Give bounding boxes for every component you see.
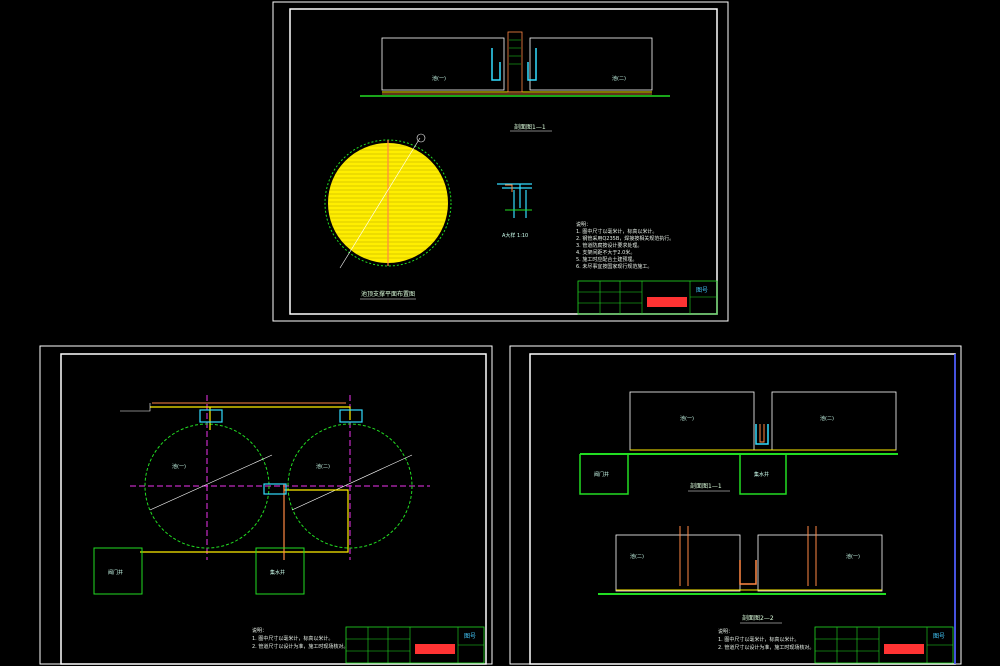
right-s2-tank-c: [615, 534, 741, 592]
left-box-2-label: 集水井: [270, 569, 285, 576]
top-section-riser-pipes: [491, 48, 537, 81]
top-note-6: 6. 未尽事宜按国家现行规范施工。: [576, 263, 652, 270]
top-plan-callout-circle: [416, 133, 426, 143]
right-note-2: 2. 管道尺寸以设计为准，施工时现场核对。: [718, 644, 814, 651]
sheet-left: 池(一) 池(二) 阀门井 集水井 说明： 1. 图中尺寸以毫米计，标高以米计。…: [39, 345, 493, 665]
left-tank-2-label: 池(二): [316, 463, 330, 470]
left-stamp: 图号: [464, 633, 476, 640]
top-note-4: 4. 支架间距不大于2.0米。: [576, 249, 635, 256]
left-tank-2: [287, 423, 413, 549]
top-detail-a-pipes: [497, 183, 532, 218]
left-tank-2-diagonal: [291, 454, 413, 511]
top-section-tank-right: [529, 37, 653, 91]
top-title-block-red-box: [647, 297, 687, 307]
left-valve-3: [263, 483, 287, 495]
right-stamp: 图号: [933, 633, 945, 640]
top-title-block-grid: [578, 281, 717, 314]
top-plan-view: 池顶支撑平面布置图: [324, 133, 452, 300]
top-stamp: 图号: [696, 287, 708, 294]
right-title-block: 图号: [814, 626, 954, 664]
right-s2-u-pipe: [739, 560, 757, 585]
top-section-center-well: [507, 31, 523, 93]
left-valve-2: [339, 409, 363, 423]
right-section-1: 池(一) 池(二) 阀门井 集水井 剖面图1—1: [579, 391, 898, 495]
top-detail-a-flange: [505, 184, 513, 192]
sheet-right: 池(一) 池(二) 阀门井 集水井 剖面图1—1 池(二) 池(一) 剖面图2—…: [509, 345, 962, 665]
left-bottom-pipe: [140, 489, 349, 553]
sheet-top-outer-frame: [272, 1, 729, 322]
left-tank-1-label: 池(一): [172, 463, 186, 470]
left-notes-title: 说明：: [252, 627, 267, 634]
right-section-2: 池(二) 池(一) 剖面图2—2: [598, 526, 886, 624]
sheet-top: 池(一) 池(二) 剖面图1—1 池顶支撑平面布置图 A大样 1:10: [272, 1, 729, 322]
top-section-view: 池(一) 池(二) 剖面图1—1: [360, 31, 670, 132]
left-top-pipe: [150, 406, 351, 430]
right-s1-tank-b-label: 池(二): [820, 415, 834, 422]
left-title-block-grid: [346, 627, 484, 663]
left-box-1-label: 阀门井: [108, 569, 123, 576]
right-s1-tank-b: [771, 391, 897, 451]
top-plan-title: 池顶支撑平面布置图: [361, 290, 415, 298]
right-section-2-title: 剖面图2—2: [742, 614, 774, 622]
left-notes: 说明： 1. 图中尺寸以毫米计，标高以米计。 2. 管道尺寸以设计为准，施工时现…: [252, 627, 348, 650]
top-notes-title: 说明：: [576, 221, 591, 228]
left-title-block-red-box: [415, 644, 455, 654]
top-section-tank-left-label: 池(一): [432, 75, 446, 82]
right-s2-risers: [679, 526, 817, 586]
sheet-top-inner-frame: [289, 8, 718, 315]
left-inlet-line: [120, 403, 151, 412]
right-section-1-title: 剖面图1—1: [690, 482, 722, 490]
top-note-3: 3. 管道防腐按设计要求处理。: [576, 242, 642, 249]
right-s1-u-pipe-inner: [759, 424, 765, 443]
top-section-ladder: [509, 39, 521, 65]
left-note-2: 2. 管道尺寸以设计为准，施工时现场核对。: [252, 643, 348, 650]
top-section-tank-right-label: 池(二): [612, 75, 626, 82]
right-s2-tank-c-label: 池(二): [630, 553, 644, 560]
top-notes: 说明： 1. 图中尺寸以毫米计，标高以米计。 2. 钢管采用Q235B，焊接按相…: [576, 221, 674, 270]
right-notes: 说明： 1. 图中尺寸以毫米计，标高以米计。 2. 管道尺寸以设计为准，施工时现…: [718, 628, 814, 651]
left-tank-1: [144, 423, 270, 549]
right-s1-pit-1: [579, 454, 629, 495]
top-note-2: 2. 钢管采用Q235B，焊接按相关规范执行。: [576, 235, 674, 242]
left-box-1: [93, 547, 143, 595]
left-tank-1-diagonal: [149, 454, 273, 511]
sheet-right-outer-frame: [509, 345, 962, 665]
top-detail-a-label: A大样 1:10: [502, 232, 528, 239]
left-note-1: 1. 图中尺寸以毫米计，标高以米计。: [252, 635, 333, 642]
right-title-block-grid: [815, 627, 953, 663]
right-s1-tank-a-label: 池(一): [680, 415, 694, 422]
right-s1-u-pipe: [755, 424, 769, 445]
left-valve-1: [199, 409, 223, 423]
sheet-left-outer-frame: [39, 345, 493, 665]
top-section-tank-left: [381, 37, 505, 91]
top-title-block-frame: [577, 280, 718, 315]
top-note-1: 1. 图中尺寸以毫米计，标高以米计。: [576, 228, 657, 235]
sheet-left-inner-frame: [60, 353, 487, 665]
right-s2-tank-d: [757, 534, 883, 592]
left-plan: 池(一) 池(二) 阀门井 集水井: [93, 395, 430, 595]
left-title-block: 图号: [345, 626, 485, 664]
right-s1-pit-2-label: 集水井: [754, 471, 769, 478]
right-note-1: 1. 图中尺寸以毫米计，标高以米计。: [718, 636, 799, 643]
left-box-2: [255, 547, 305, 595]
right-s1-pit-2: [739, 454, 787, 495]
top-section-title: 剖面图1—1: [514, 123, 546, 131]
top-title-block: 图号: [577, 280, 718, 315]
top-note-5: 5. 施工时应配合土建预埋。: [576, 256, 637, 263]
top-plan-diagonal: [339, 137, 421, 269]
right-s1-pit-1-label: 阀门井: [594, 471, 609, 478]
right-notes-title: 说明：: [718, 628, 733, 635]
top-detail-a: A大样 1:10: [497, 183, 532, 239]
right-title-block-red-box: [884, 644, 924, 654]
right-s2-tank-d-label: 池(一): [846, 553, 860, 560]
